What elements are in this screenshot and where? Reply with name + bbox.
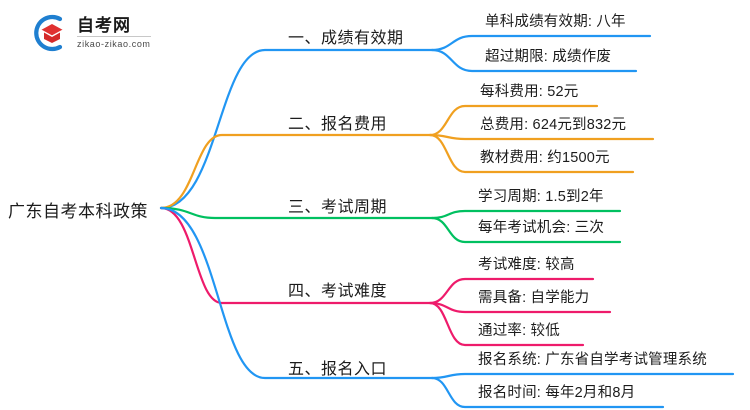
root-node[interactable]: 广东自考本科政策 bbox=[8, 202, 148, 221]
branch-node-4[interactable]: 四、考试难度 bbox=[288, 283, 388, 300]
leaf-node-2-1[interactable]: 每科费用: 52元 bbox=[480, 84, 579, 100]
leaf-node-1-2[interactable]: 超过期限: 成绩作废 bbox=[485, 49, 612, 65]
leaf-node-4-3[interactable]: 通过率: 较低 bbox=[478, 323, 560, 339]
branch-node-3[interactable]: 三、考试周期 bbox=[288, 199, 388, 216]
branch-node-1[interactable]: 一、成绩有效期 bbox=[288, 30, 404, 47]
leaf-edge-2-2 bbox=[428, 133, 655, 141]
leaf-node-3-1[interactable]: 学习周期: 1.5到2年 bbox=[478, 189, 604, 205]
leaf-node-5-2[interactable]: 报名时间: 每年2月和8月 bbox=[478, 385, 636, 401]
leaf-edge-5-1 bbox=[430, 372, 735, 380]
logo-title: 自考网 bbox=[77, 17, 151, 37]
logo-mark-icon bbox=[28, 12, 70, 54]
leaf-node-1-1[interactable]: 单科成绩有效期: 八年 bbox=[485, 14, 626, 30]
leaf-node-2-2[interactable]: 总费用: 624元到832元 bbox=[480, 117, 627, 133]
site-logo[interactable]: 自考网 zikao-zikao.com bbox=[28, 12, 151, 54]
leaf-node-3-2[interactable]: 每年考试机会: 三次 bbox=[478, 220, 605, 236]
branch-node-5[interactable]: 五、报名入口 bbox=[288, 361, 388, 378]
leaf-node-4-1[interactable]: 考试难度: 较高 bbox=[478, 257, 575, 273]
logo-subtitle: zikao-zikao.com bbox=[77, 39, 151, 49]
leaf-node-2-3[interactable]: 教材费用: 约1500元 bbox=[480, 150, 610, 166]
branch-node-2[interactable]: 二、报名费用 bbox=[288, 116, 388, 133]
leaf-node-4-2[interactable]: 需具备: 自学能力 bbox=[478, 290, 590, 306]
leaf-node-5-1[interactable]: 报名系统: 广东省自学考试管理系统 bbox=[478, 352, 707, 368]
